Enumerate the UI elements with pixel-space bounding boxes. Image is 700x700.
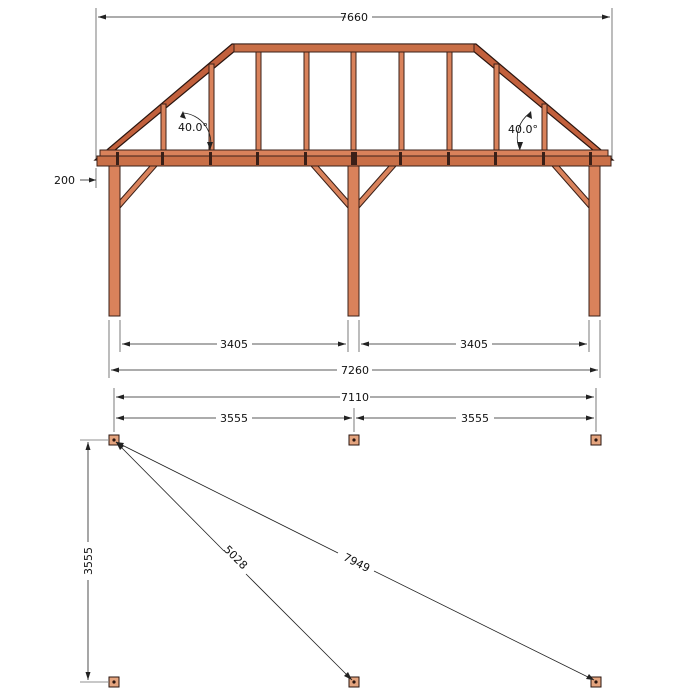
post-outer-width-label: 7260 [341, 364, 369, 377]
knee-brace [309, 165, 349, 210]
post-centre-width-label: 7110 [341, 391, 369, 404]
footings [108, 434, 602, 688]
post-right [588, 165, 601, 317]
plan-depth-label: 3555 [82, 547, 95, 575]
angle-label-right: 40.0° [508, 123, 538, 136]
overall-width-label: 7660 [340, 11, 368, 24]
post-outer-width-dimension: 7260 [108, 320, 601, 378]
post-middle [347, 165, 360, 317]
post-centre-right-label: 3555 [461, 412, 489, 425]
eave-height-dimension: 200 [54, 168, 97, 188]
roof-frame [93, 43, 615, 167]
angle-label-left: 40.0° [178, 121, 208, 134]
knee-brace [119, 165, 159, 210]
post-centre-split-dimensions: 3555 3555 [116, 408, 594, 432]
knee-brace [358, 165, 398, 210]
roof-stud [255, 51, 262, 153]
plan-diagonal-short: 5028 [115, 441, 353, 681]
angle-annotation-left: 40.0° [178, 111, 213, 151]
roof-stud [398, 51, 405, 153]
roof-stud [350, 51, 357, 153]
plan-diagonal-long: 7949 [115, 441, 595, 681]
span-left-label: 3405 [220, 338, 248, 351]
span-right-label: 3405 [460, 338, 488, 351]
overall-width-dimension: 7660 [95, 8, 613, 160]
post-centre-left-label: 3555 [220, 412, 248, 425]
posts [108, 165, 601, 317]
knee-brace [550, 165, 590, 210]
knee-braces [119, 165, 590, 210]
eave-height-label: 200 [54, 174, 75, 187]
post-centre-width-dimension: 7110 [113, 388, 597, 432]
plan-diagonal-long-label: 7949 [341, 551, 372, 575]
plan-depth-dimension: 3555 [80, 439, 108, 683]
roof-stud [446, 51, 453, 153]
angle-annotation-right: 40.0° [508, 111, 538, 151]
roof-stud [160, 103, 167, 153]
span-dimensions: 3405 3405 [119, 320, 590, 352]
plan-diagonal-short-label: 5028 [221, 543, 250, 572]
ridge-beam [233, 43, 475, 53]
roof-stud [208, 63, 215, 153]
roof-stud [493, 63, 500, 153]
roof-stud [303, 51, 310, 153]
roof-stud [541, 103, 548, 153]
post-left [108, 165, 121, 317]
